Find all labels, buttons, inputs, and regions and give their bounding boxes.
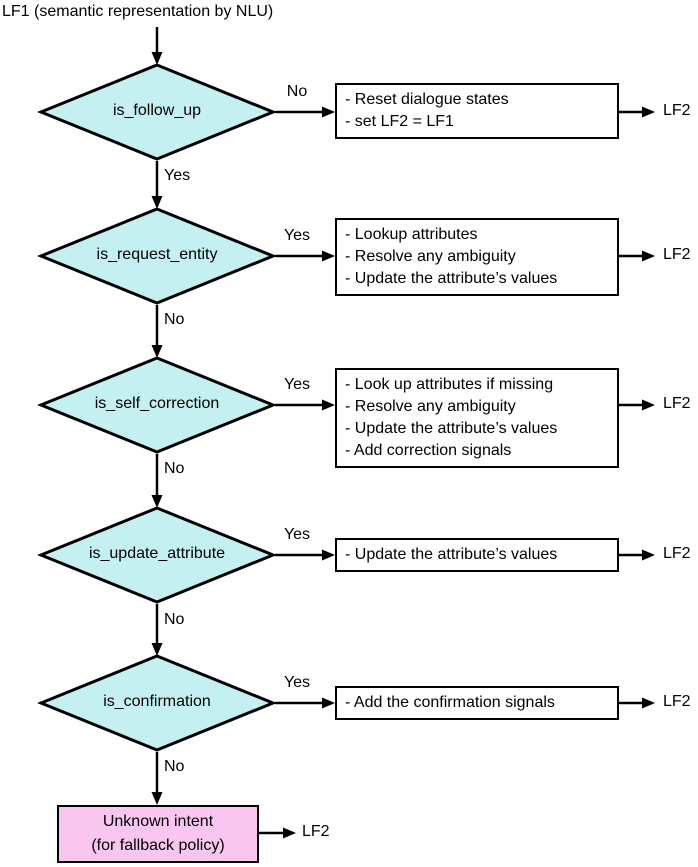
decision-label-is-request-entity: is_request_entity: [96, 246, 218, 263]
arrow-d4-to-box4: [275, 549, 335, 561]
arrow-d1-to-box1: [275, 106, 335, 118]
decision-diamond-is-self-correction: [37, 356, 277, 454]
decision-diamond-is-confirmation: [37, 654, 277, 752]
branch-label-row2: Yes: [283, 227, 311, 244]
down-label-row1: Yes: [164, 167, 191, 184]
down-label-row4: No: [164, 611, 185, 628]
terminal-box-unknown-intent: Unknown intent (for fallback policy): [57, 805, 259, 863]
action-box-self-correction: - Look up attributes if missing - Resolv…: [335, 368, 619, 468]
arrow-d5-to-terminal: [151, 752, 163, 805]
action-line: - Add correction signals: [345, 442, 512, 459]
arrow-d2-to-d3: [151, 305, 163, 358]
output-label-row1: LF2: [663, 102, 691, 119]
output-label-row5: LF2: [663, 693, 691, 710]
terminal-line: (for fallback policy): [91, 837, 225, 854]
action-line: - Resolve any ambiguity: [345, 248, 516, 265]
arrow-box1-to-lf2: [619, 106, 655, 118]
action-line: - set LF2 = LF1: [345, 113, 454, 130]
action-line: - Reset dialogue states: [345, 91, 509, 108]
decision-label-is-self-correction: is_self_correction: [94, 395, 220, 412]
output-label-terminal: LF2: [302, 823, 330, 840]
branch-label-row1: No: [286, 83, 308, 100]
arrow-d4-to-d5: [151, 604, 163, 656]
input-label: LF1 (semantic representation by NLU): [2, 3, 274, 20]
arrow-box4-to-lf2: [619, 549, 655, 561]
decision-diamond-is-request-entity: [37, 207, 277, 305]
arrow-d5-to-box5: [275, 697, 335, 709]
arrow-d1-to-d2: [151, 161, 163, 209]
arrow-box2-to-lf2: [619, 250, 655, 262]
arrow-d2-to-box2: [275, 250, 335, 262]
decision-diamond-is-follow-up: [37, 63, 277, 161]
decision-label-is-follow-up: is_follow_up: [112, 102, 202, 119]
arrow-box3-to-lf2: [619, 399, 655, 411]
decision-diamond-is-update-attribute: [37, 506, 277, 604]
output-label-row4: LF2: [663, 545, 691, 562]
arrow-box5-to-lf2: [619, 697, 655, 709]
arrow-input-to-d1: [151, 27, 163, 65]
arrow-terminal-to-lf2: [259, 827, 296, 839]
terminal-line: Unknown intent: [102, 813, 214, 830]
down-label-row2: No: [164, 311, 185, 328]
action-box-reset-dialogue: - Reset dialogue states - set LF2 = LF1: [335, 83, 619, 139]
action-box-confirmation: - Add the confirmation signals: [335, 686, 619, 720]
decision-label-is-confirmation: is_confirmation: [103, 693, 211, 710]
down-label-row5: No: [164, 758, 185, 775]
action-line: - Resolve any ambiguity: [345, 398, 516, 415]
arrow-d3-to-box3: [275, 399, 335, 411]
decision-label-is-update-attribute: is_update_attribute: [88, 545, 226, 562]
branch-label-row3: Yes: [283, 376, 311, 393]
arrow-d3-to-d4: [151, 454, 163, 508]
output-label-row2: LF2: [663, 246, 691, 263]
action-line: - Update the attribute’s values: [345, 546, 558, 563]
output-label-row3: LF2: [663, 395, 691, 412]
branch-label-row5: Yes: [283, 674, 311, 691]
branch-label-row4: Yes: [283, 526, 311, 543]
action-line: - Add the confirmation signals: [345, 694, 555, 711]
down-label-row3: No: [164, 460, 185, 477]
action-line: - Look up attributes if missing: [345, 376, 554, 393]
action-box-request-entity: - Lookup attributes - Resolve any ambigu…: [335, 218, 619, 296]
action-box-update-attribute: - Update the attribute’s values: [335, 538, 619, 572]
action-line: - Update the attribute’s values: [345, 270, 558, 287]
action-line: - Update the attribute’s values: [345, 420, 558, 437]
action-line: - Lookup attributes: [345, 226, 478, 243]
